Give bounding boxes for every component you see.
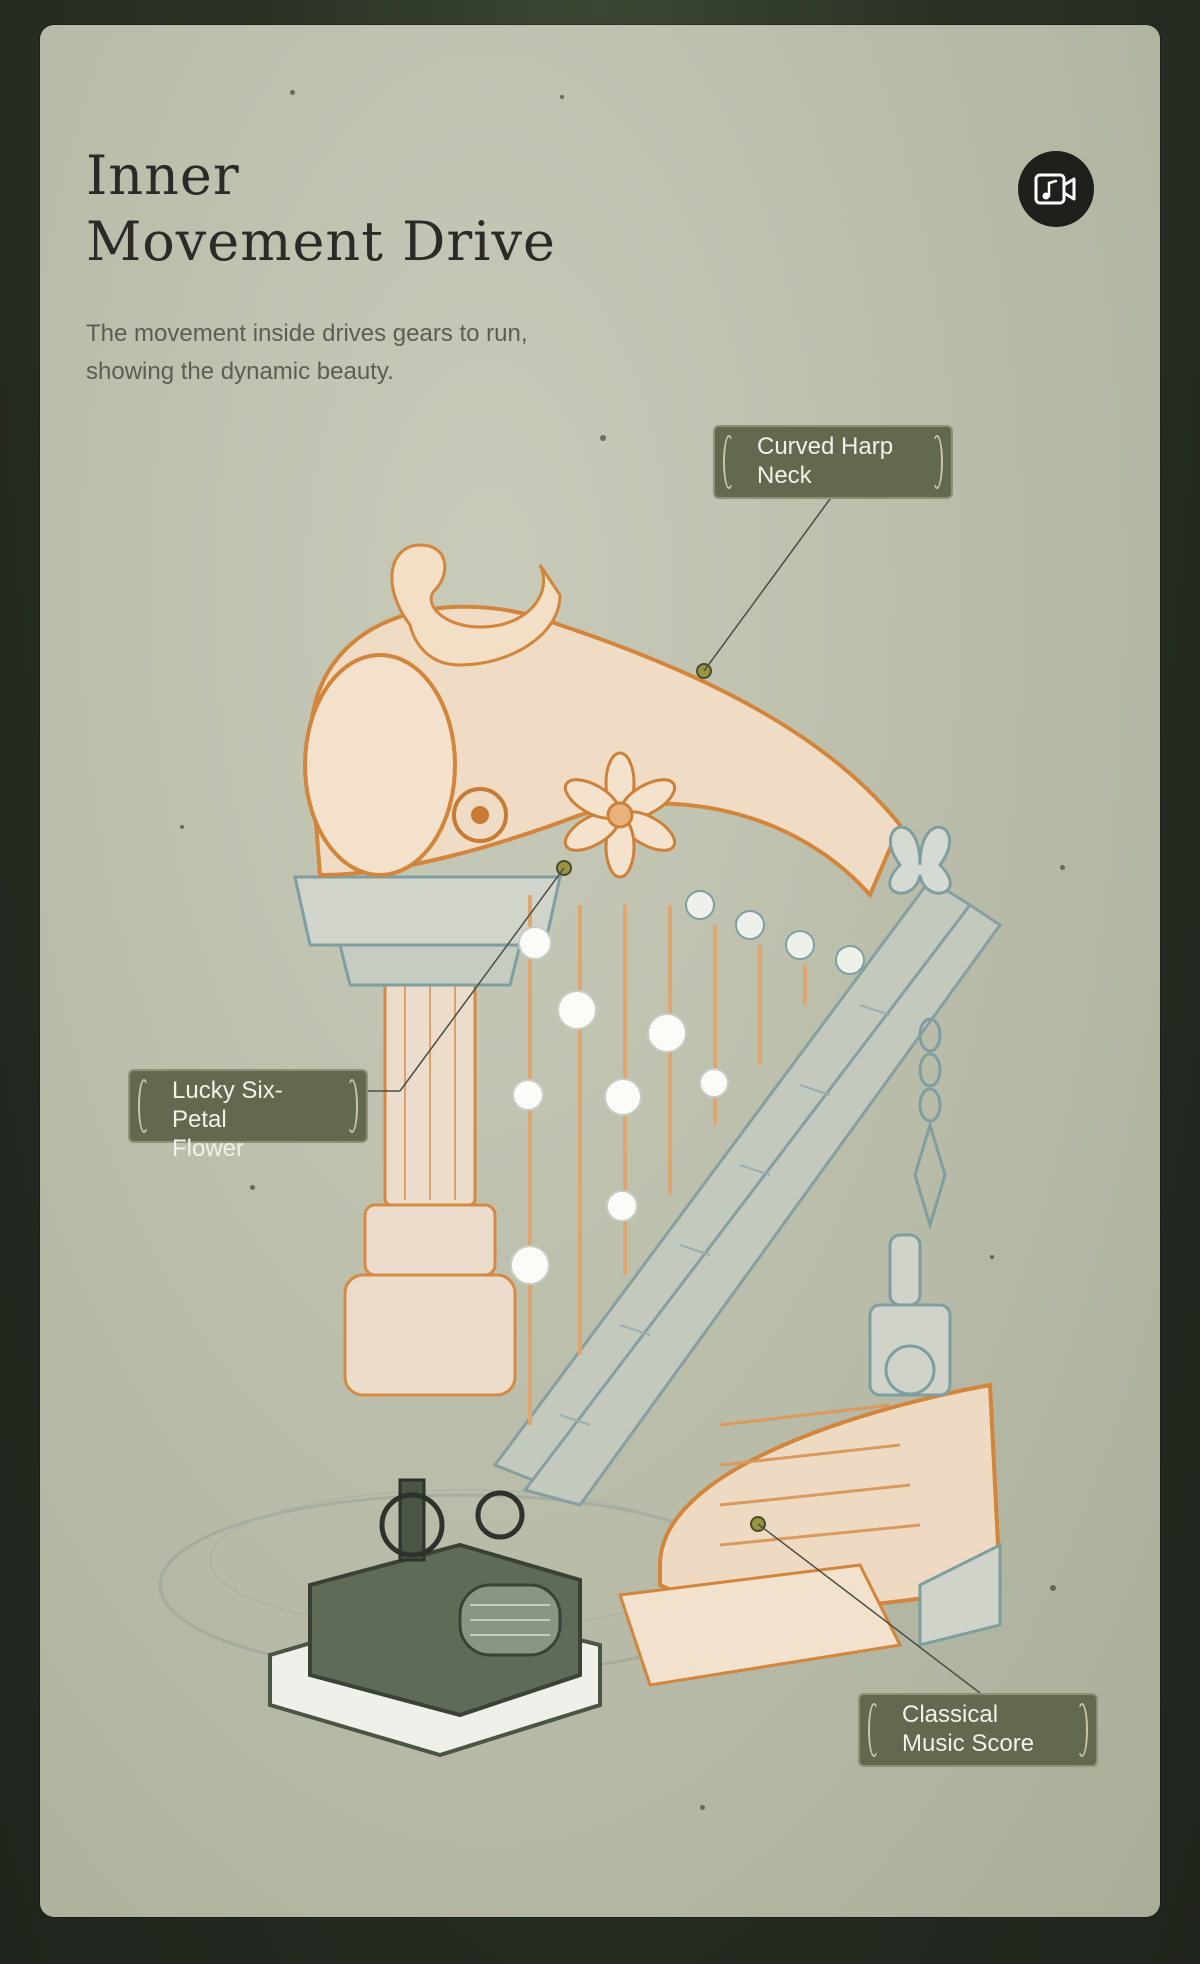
neck-gear [452, 787, 508, 843]
feature-card: Inner Movement Drive The movement inside… [40, 25, 1160, 1917]
paper-speck [180, 825, 184, 829]
callout-lucky-six-petal-flower: Lucky Six-Petal Flower [128, 1069, 368, 1162]
callout-leader-lines [364, 498, 981, 1694]
butterfly-ornament [888, 825, 952, 895]
paper-speck [600, 435, 606, 441]
callout-score-line-2: Music Score [902, 1730, 1035, 1757]
harp-illustration [158, 498, 1003, 1758]
paper-speck [1050, 1585, 1056, 1591]
paper-speck [700, 1805, 705, 1810]
column-flutes [404, 985, 456, 1200]
curved-harp-neck [307, 604, 903, 899]
page-subtitle: The movement inside drives gears to run,… [86, 315, 686, 391]
music-box-movement [268, 1478, 602, 1758]
paper-speck [250, 1185, 255, 1190]
callout-neck-line-2: Neck [757, 462, 812, 489]
page-title: Inner Movement Drive [86, 143, 556, 275]
classical-music-score [617, 1382, 1003, 1687]
paper-speck [1060, 865, 1065, 870]
callout-curved-harp-neck: Curved Harp Neck [713, 425, 953, 499]
callout-neck-line-1: Curved Harp [757, 433, 894, 460]
swan-ornament [390, 543, 562, 667]
callout-flower-line-1: Lucky Six-Petal [172, 1077, 283, 1133]
paper-speck [990, 1255, 994, 1259]
subtitle-line-1: The movement inside drives gears to run, [86, 320, 528, 347]
callout-flower-line-2: Flower [172, 1135, 245, 1162]
video-music-icon [1034, 173, 1076, 205]
play-video-button[interactable] [1018, 151, 1094, 227]
tuning-pegs [685, 890, 865, 975]
hanging-chain [913, 1017, 947, 1231]
paper-speck [290, 90, 295, 95]
subtitle-line-2: showing the dynamic beauty. [86, 358, 394, 385]
harp-soundboard [492, 877, 1003, 1507]
column-capital-lower [338, 943, 522, 987]
string-pearls [510, 926, 729, 1285]
paper-speck [560, 95, 564, 99]
six-petal-flower [563, 751, 677, 879]
title-line-2: Movement Drive [86, 210, 556, 273]
callout-classical-music-score: Classical Music Score [858, 1693, 1098, 1767]
soundboard-steps [559, 1004, 891, 1426]
score-stand [868, 1233, 1002, 1647]
neck-scroll [303, 653, 457, 877]
title-line-1: Inner [86, 144, 240, 207]
callout-score-line-1: Classical [902, 1701, 999, 1728]
neck-gear-hub [471, 806, 489, 824]
